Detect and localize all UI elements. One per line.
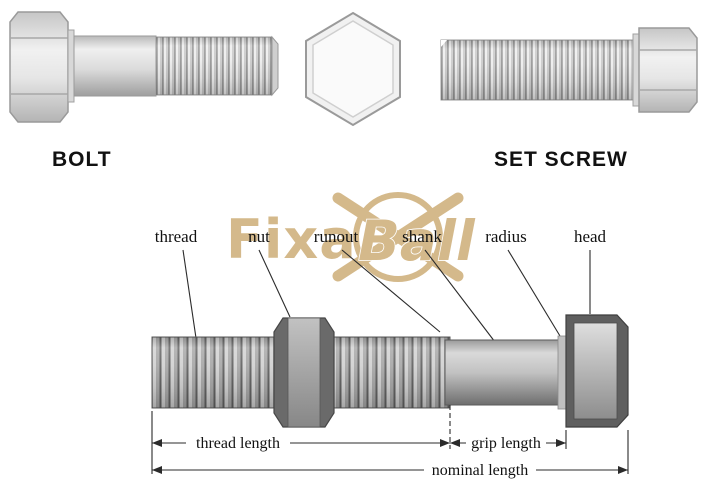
dim-text-bg-grip bbox=[466, 433, 546, 452]
watermark-text-ball: Ball bbox=[358, 209, 476, 273]
leader-runout bbox=[341, 249, 441, 333]
label-shank: shank bbox=[402, 227, 442, 246]
diagram-shank bbox=[444, 339, 567, 406]
bolt-caption: BOLT bbox=[52, 148, 112, 171]
hexagon-chamfer bbox=[312, 20, 394, 118]
label-runout: runout bbox=[314, 227, 359, 246]
leader-nut bbox=[258, 249, 291, 318]
set-screw-head bbox=[632, 27, 698, 113]
dimension-lines: thread length grip length nominal length bbox=[151, 405, 629, 479]
part-labels: thread nut runout shank radius head bbox=[155, 227, 607, 246]
diagram-radius-fillet bbox=[557, 335, 567, 410]
set-screw-caption: SET SCREW bbox=[494, 148, 628, 171]
leader-lines bbox=[182, 249, 591, 343]
bolt-threaded-section bbox=[155, 35, 279, 97]
bolt-side-illustration bbox=[9, 11, 279, 123]
bolt-shank-smooth bbox=[73, 35, 157, 97]
bolt-drawing bbox=[151, 314, 629, 428]
dim-label-nominal-length: nominal length bbox=[432, 462, 528, 479]
diagram-nut bbox=[273, 317, 335, 428]
label-radius: radius bbox=[485, 227, 527, 246]
dim-label-thread-length: thread length bbox=[196, 435, 280, 452]
dimension-arrows bbox=[152, 439, 628, 474]
label-thread: thread bbox=[155, 227, 198, 246]
watermark: Fixa Ball bbox=[218, 192, 508, 292]
set-screw-illustration bbox=[440, 27, 698, 113]
hex-head-top-view bbox=[305, 11, 401, 127]
leader-radius bbox=[507, 249, 561, 337]
label-nut: nut bbox=[248, 227, 270, 246]
diagram-head bbox=[565, 314, 629, 428]
leader-thread bbox=[182, 249, 197, 339]
dim-text-bg-nominal bbox=[424, 460, 536, 479]
bolt-head-side bbox=[9, 11, 75, 123]
watermark-text-fixa: Fixa bbox=[226, 208, 357, 271]
bolt-anatomy-diagram: thread nut runout shank radius head bbox=[151, 227, 629, 479]
label-head: head bbox=[574, 227, 607, 246]
dim-label-grip-length: grip length bbox=[471, 435, 541, 452]
dim-text-bg-thread bbox=[186, 433, 290, 452]
watermark-logo: Fixa Ball bbox=[226, 192, 477, 282]
watermark-circle bbox=[353, 192, 443, 282]
set-screw-threaded-section bbox=[440, 39, 634, 101]
leader-shank bbox=[424, 249, 496, 343]
